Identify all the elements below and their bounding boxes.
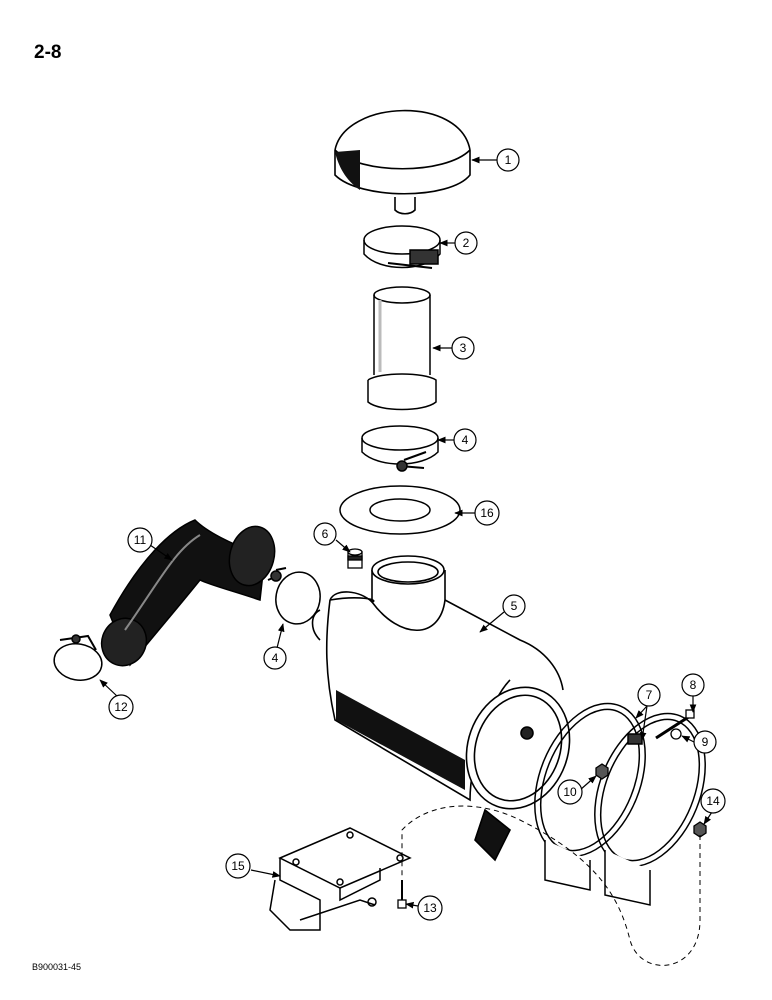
- mounting-band-rear: [534, 702, 646, 891]
- band-clamp-small: [53, 634, 103, 681]
- callout-11-label: 11: [134, 533, 147, 547]
- callout-8-label: 8: [690, 678, 697, 692]
- callout-13-label: 13: [423, 901, 437, 915]
- callout-13: 13: [417, 895, 443, 921]
- callout-8: 8: [681, 673, 705, 697]
- callout-14-label: 14: [706, 794, 720, 808]
- callout-10: 10: [557, 779, 583, 805]
- callout-1-label: 1: [505, 153, 512, 167]
- callout-6: 6: [313, 522, 337, 546]
- callout-15-label: 15: [231, 859, 245, 873]
- callout-5: 5: [502, 594, 526, 618]
- nut-small: [693, 821, 707, 838]
- callout-4-lower: 4: [263, 646, 287, 670]
- elbow-hose: [100, 519, 276, 667]
- callout-3-label: 3: [460, 341, 467, 355]
- callout-4-lower-label: 4: [272, 651, 279, 665]
- figure-code: B900031-45: [32, 962, 82, 972]
- callout-3: 3: [451, 336, 475, 360]
- callout-16: 16: [474, 500, 500, 526]
- callout-9-label: 9: [702, 735, 709, 749]
- routing-line: [401, 805, 701, 966]
- callout-2: 2: [454, 231, 478, 255]
- callout-4-upper: 4: [453, 428, 477, 452]
- callout-12-label: 12: [114, 700, 128, 714]
- callout-15: 15: [225, 853, 251, 879]
- callout-11: 11: [127, 527, 153, 553]
- callout-5-label: 5: [511, 599, 518, 613]
- precleaner-cap: [334, 109, 471, 215]
- band-clamp-top: [363, 225, 441, 269]
- band-clamp-hose: [267, 567, 321, 625]
- callout-4-upper-label: 4: [462, 433, 469, 447]
- leader-lines: [99, 156, 713, 909]
- intake-tube: [367, 286, 437, 411]
- callout-6-label: 6: [322, 527, 329, 541]
- callout-7-label: 7: [646, 688, 653, 702]
- page-number: 2-8: [34, 42, 62, 63]
- callout-7: 7: [637, 683, 661, 707]
- callout-1: 1: [496, 148, 520, 172]
- callout-14: 14: [700, 788, 726, 814]
- callout-9: 9: [693, 730, 717, 754]
- callout-10-label: 10: [563, 785, 577, 799]
- restriction-indicator: [347, 548, 363, 569]
- band-clamp-middle: [361, 425, 439, 472]
- air-cleaner-housing: [311, 555, 571, 862]
- gasket: [339, 485, 461, 535]
- mounting-bracket: [269, 827, 412, 931]
- callout-12: 12: [108, 694, 134, 720]
- screw: [397, 880, 407, 909]
- callout-16-label: 16: [480, 506, 494, 520]
- callout-2-label: 2: [463, 236, 470, 250]
- nut: [595, 763, 609, 780]
- washer: [670, 728, 682, 740]
